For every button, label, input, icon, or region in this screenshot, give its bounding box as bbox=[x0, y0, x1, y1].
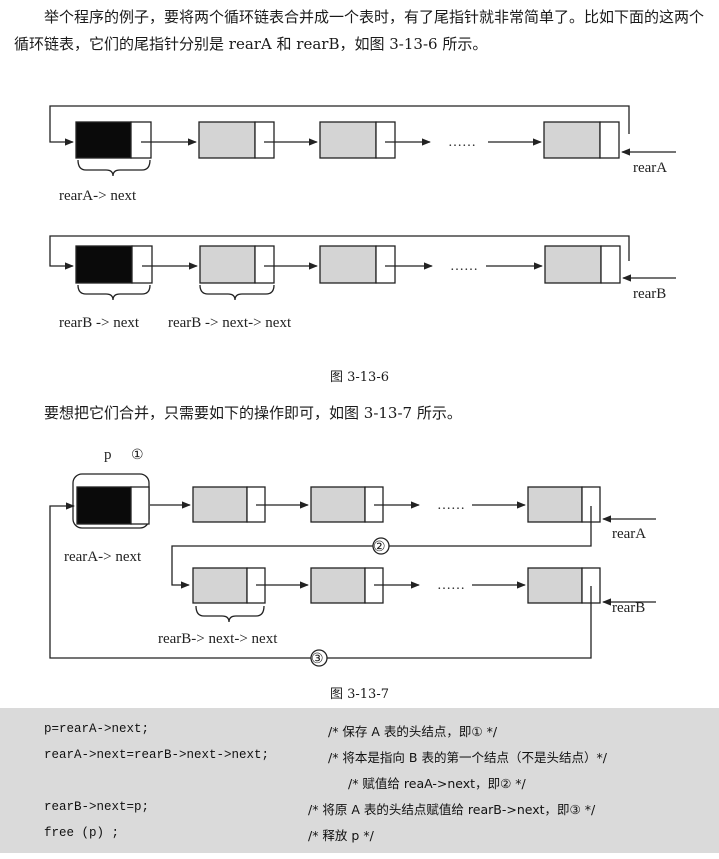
code-comment: /* 将本是指向 B 表的第一个结点（不是头结点）*/ bbox=[328, 750, 607, 765]
merge-paragraph: 要想把它们合并，只需要如下的操作即可，如图 3-13-7 所示。 bbox=[44, 404, 462, 422]
rearB-label: rearB bbox=[633, 286, 666, 302]
code-stmt: p=rearA->next; bbox=[44, 722, 150, 736]
figure-3-13-7: p ① ② ③ bbox=[49, 447, 656, 667]
circle-2-label: ② bbox=[373, 540, 386, 555]
rearA-next-label-merged: rearA-> next bbox=[64, 549, 142, 565]
node-b1 bbox=[199, 245, 256, 284]
code-stmt: free (p) ; bbox=[44, 826, 120, 840]
figure-caption-2: 图 3-13-7 bbox=[329, 687, 389, 702]
head-node-a bbox=[75, 121, 132, 159]
ellipsis-b: …… bbox=[450, 259, 478, 274]
head-node-b bbox=[75, 245, 133, 284]
code-stmt: rearB->next=p; bbox=[44, 800, 150, 814]
code-comment: /* 赋值给 reaA->next，即② */ bbox=[348, 776, 526, 791]
head-node-a-merged bbox=[76, 486, 132, 525]
code-comment: /* 释放 p */ bbox=[308, 828, 374, 843]
list-b bbox=[49, 235, 676, 301]
node-a1 bbox=[198, 121, 256, 159]
ellipsis-bottom: …… bbox=[437, 578, 465, 593]
code-comment: /* 将原 A 表的头结点赋值给 rearB->next，即③ */ bbox=[308, 802, 596, 817]
circle-1-label: ① bbox=[131, 448, 144, 463]
code-comment: /* 保存 A 表的头结点，即① */ bbox=[328, 724, 498, 739]
intro-paragraph: 举个程序的例子，要将两个循环链表合并成一个表时，有了尾指针就非常简单了。比如下面… bbox=[14, 8, 705, 53]
rearB-next-next-label: rearB -> next-> next bbox=[168, 315, 292, 331]
code-block: p=rearA->next; /* 保存 A 表的头结点，即① */ rearA… bbox=[0, 708, 719, 853]
ellipsis-top: …… bbox=[437, 498, 465, 513]
code-stmt: rearA->next=rearB->next->next; bbox=[44, 748, 270, 762]
node-a3 bbox=[543, 121, 601, 159]
rearA-label: rearA bbox=[633, 160, 667, 176]
rearA-next-label: rearA-> next bbox=[59, 188, 137, 204]
node-a2 bbox=[319, 121, 377, 159]
node-b2 bbox=[319, 245, 377, 284]
list-a bbox=[49, 105, 676, 177]
figure-3-13-6: …… rearA rearA-> next …… rearB rearB -> … bbox=[49, 105, 676, 331]
node-b3 bbox=[544, 245, 602, 284]
p-label: p bbox=[104, 447, 112, 463]
figure-caption-1: 图 3-13-6 bbox=[329, 370, 389, 385]
ellipsis-a: …… bbox=[448, 135, 476, 150]
circle-3-label: ③ bbox=[311, 652, 324, 667]
rearB-next-next-label-merged: rearB-> next-> next bbox=[158, 631, 278, 647]
rearB-label-merged: rearB bbox=[612, 600, 645, 616]
rearA-label-merged: rearA bbox=[612, 526, 646, 542]
rearB-next-label: rearB -> next bbox=[59, 315, 140, 331]
